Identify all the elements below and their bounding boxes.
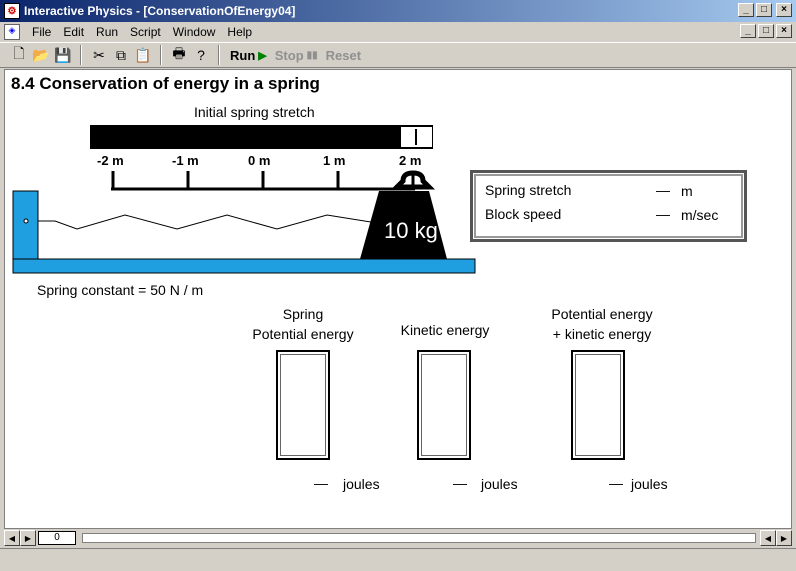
new-file-icon[interactable]: 🗋 [13,45,25,61]
maximize-button[interactable]: □ [756,3,772,17]
doc-restore-button[interactable]: □ [758,24,774,38]
frame-slider[interactable] [82,533,756,543]
tick-label: -2 m [97,153,124,168]
step-forward-icon[interactable]: ▶ [20,530,36,546]
print-icon[interactable]: 🖶 [172,45,186,61]
reset-label: Reset [325,47,362,63]
stretch-label: Spring stretch [485,182,572,198]
menu-run[interactable]: Run [96,25,119,39]
copy-icon[interactable]: ⧉ [116,46,126,63]
spring-pe-title: Spring [282,306,324,322]
save-icon[interactable]: 💾 [54,46,72,63]
doc-close-button[interactable]: × [776,24,792,38]
help-icon[interactable]: ? [197,47,205,63]
page-title: 8.4 Conservation of energy in a spring [11,74,320,93]
stretch-value: — [656,182,670,198]
frame-counter[interactable]: 0 [38,531,76,545]
close-button[interactable]: × [776,3,792,17]
floor [12,258,476,274]
open-folder-icon[interactable]: 📂 [32,46,50,63]
joules-unit: joules [631,476,668,492]
run-label: Run [230,47,256,63]
stretch-slider[interactable] [90,125,433,149]
spring-pe-title: Potential energy [252,326,354,342]
speed-value: — [656,206,670,222]
play-icon: ▶ [258,49,267,62]
spring [38,214,404,230]
stop-button[interactable]: Stop▮▮ [271,48,322,63]
tick-label: 0 m [248,153,271,168]
ruler [111,171,415,191]
toolbar-separator [160,45,162,65]
slider-label: Initial spring stretch [194,104,315,120]
toolbar: 🗋 📂 💾 ✂ ⧉ 📋 🖶 ? Run▶ Stop▮▮ Reset [0,42,796,68]
menu-help[interactable]: Help [227,25,253,39]
speed-unit: m/sec [681,207,719,223]
app-icon: ⚙ [4,3,20,19]
status-bar [0,548,796,571]
run-button[interactable]: Run▶ [226,48,271,63]
toolbar-separator [80,45,82,65]
total-energy-bar [571,350,625,460]
pause-icon: ▮▮ [306,49,318,61]
total-energy-title: Potential energy [551,306,653,322]
joules-unit: joules [481,476,518,492]
spring-constant-label: Spring constant = 50 N / m [37,282,204,298]
kinetic-title: Kinetic energy [400,322,490,338]
readout-panel: Spring stretch — m Block speed — m/sec [470,170,747,242]
joules-unit: joules [343,476,380,492]
minimize-button[interactable]: _ [738,3,754,17]
simulation-canvas[interactable]: 8.4 Conservation of energy in a spring I… [4,69,792,529]
mass-label: 10 kg [384,218,438,243]
menu-edit[interactable]: Edit [63,25,85,39]
spring-pe-bar [276,350,330,460]
tick-label: -1 m [172,153,199,168]
wall [12,190,39,262]
kinetic-energy-bar [417,350,471,460]
doc-minimize-button[interactable]: _ [740,24,756,38]
menu-bar: ◈ File Edit Run Script Window Help _ □ × [0,22,796,42]
stretch-unit: m [681,183,693,199]
frame-control-bar: ◀ ▶ 0 ◀ ▶ [4,530,792,546]
step-back-icon[interactable]: ◀ [4,530,20,546]
toolbar-separator [218,45,220,65]
scroll-left-icon[interactable]: ◀ [760,530,776,546]
paste-icon[interactable]: 📋 [134,46,152,63]
window-title: Interactive Physics - [ConservationOfEne… [24,4,296,18]
cut-icon[interactable]: ✂ [93,46,105,63]
total-value: — [609,475,623,491]
spring-apparatus [12,170,476,274]
tick-label: 1 m [323,153,346,168]
reset-button[interactable]: Reset [322,48,365,63]
menu-file[interactable]: File [32,25,52,39]
menu-window[interactable]: Window [172,25,216,39]
title-bar: ⚙ Interactive Physics - [ConservationOfE… [0,0,796,22]
total-energy-title: + kinetic energy [552,326,652,342]
tick-label: 2 m [399,153,422,168]
stop-label: Stop [274,47,304,63]
mass-block[interactable] [360,170,447,259]
slider-thumb[interactable] [401,127,432,147]
spring-pe-value: — [314,475,328,491]
menu-script[interactable]: Script [130,25,161,39]
kinetic-value: — [453,475,467,491]
speed-label: Block speed [485,206,562,222]
spring-anchor [23,218,29,224]
scroll-right-icon[interactable]: ▶ [776,530,792,546]
document-icon[interactable]: ◈ [4,24,20,40]
